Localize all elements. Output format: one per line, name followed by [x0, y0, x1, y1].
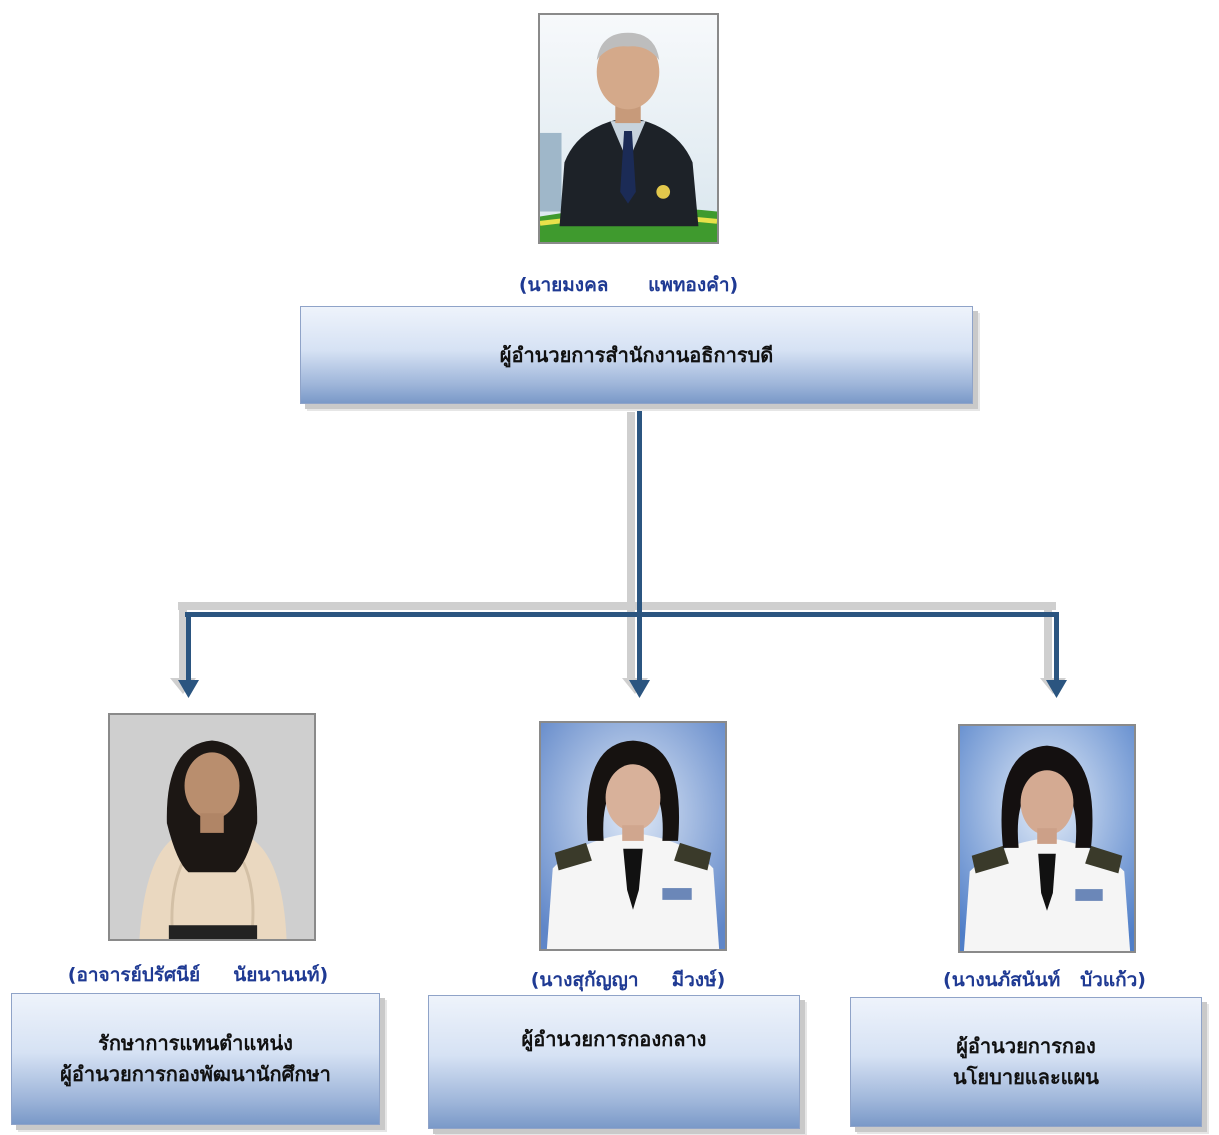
director-name: (นายมงคล แพทองคำ) — [518, 274, 739, 296]
member-1-position-box: รักษาการแทนตำแหน่ง ผู้อำนวยการกองพัฒนานั… — [11, 993, 380, 1125]
director-position-box: ผู้อำนวยการสำนักงานอธิการบดี — [300, 306, 973, 404]
member-1-photo — [108, 713, 316, 941]
member-1-position-line-1: รักษาการแทนตำแหน่ง — [98, 1031, 293, 1055]
member-1-name: (อาจารย์ปรัศนีย์ นัยนานนท์) — [67, 964, 329, 986]
arrow-down-left-icon — [178, 680, 199, 698]
member-3-position-line-1: ผู้อำนวยการกอง — [956, 1034, 1096, 1058]
member-2-position-box: ผู้อำนวยการกองกลาง — [428, 995, 800, 1129]
branch-line-left — [186, 612, 191, 682]
member-2-photo — [539, 721, 727, 951]
member-3-position-line-2: นโยบายและแผน — [953, 1065, 1099, 1089]
connector-shadow — [170, 412, 1066, 694]
director-photo — [538, 13, 719, 244]
director-position-line-1: ผู้อำนวยการสำนักงานอธิการบดี — [499, 342, 774, 367]
branch-line-right — [1054, 612, 1059, 682]
member-3-position-box: ผู้อำนวยการกอง นโยบายและแผน — [850, 997, 1202, 1127]
arrow-down-right-icon — [1046, 680, 1067, 698]
trunk-line — [637, 406, 642, 683]
connector-main — [178, 406, 1067, 698]
member-1-position-line-2: ผู้อำนวยการกองพัฒนานักศึกษา — [60, 1062, 331, 1086]
member-3-name: (นางนภัสนันท์ บัวแก้ว) — [943, 969, 1146, 991]
horizontal-bus-line — [185, 612, 1059, 617]
member-2-name: (นางสุกัญญา มีวงษ์) — [530, 969, 726, 991]
arrow-down-center-icon — [629, 680, 650, 698]
member-3-photo — [958, 724, 1136, 953]
member-2-position-line-1: ผู้อำนวยการกองกลาง — [521, 1027, 707, 1051]
